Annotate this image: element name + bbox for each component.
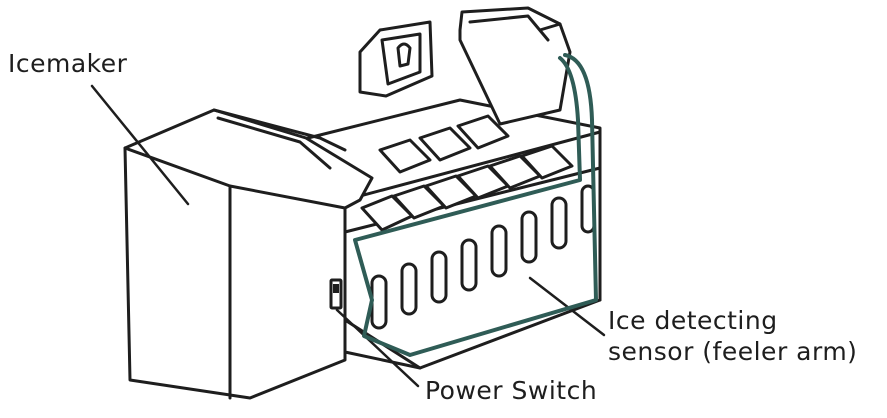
power-switch bbox=[329, 278, 343, 310]
feeler-arm-paddle bbox=[458, 6, 572, 126]
ice-cube-ridges bbox=[360, 114, 574, 232]
leader-power bbox=[335, 308, 420, 388]
control-housing bbox=[123, 108, 374, 400]
ice-detecting-sensor-label: Ice detecting sensor (feeler arm) bbox=[608, 305, 857, 367]
ice-detecting-sensor-label-line2: sensor (feeler arm) bbox=[608, 337, 858, 366]
feeler-arm-wire bbox=[353, 53, 598, 357]
mounting-bracket bbox=[358, 20, 434, 98]
leader-icemaker bbox=[90, 84, 190, 206]
ice-detecting-sensor-label-line1: Ice detecting bbox=[608, 306, 778, 335]
tray-pockets bbox=[370, 184, 596, 330]
icemaker-label: Icemaker bbox=[8, 49, 128, 78]
power-switch-label: Power Switch bbox=[425, 376, 598, 405]
